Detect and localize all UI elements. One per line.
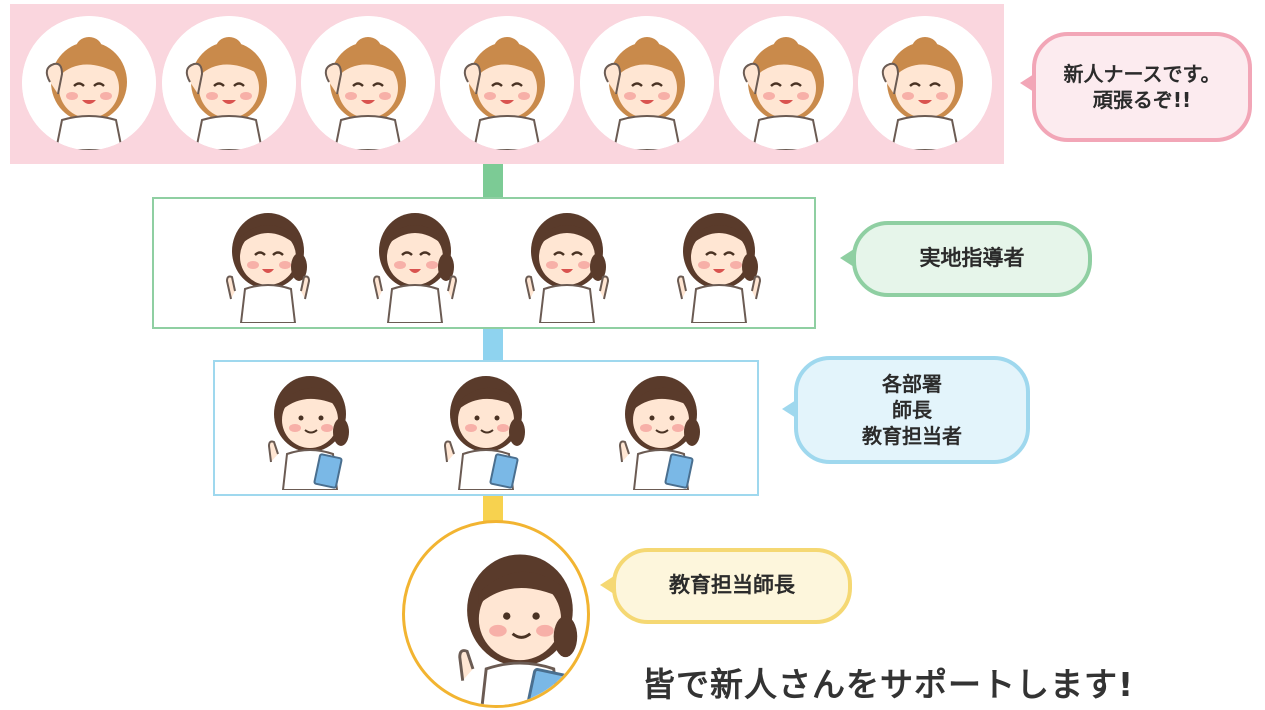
- nurse-cheering-icon: [22, 16, 156, 150]
- new-nurse-avatar: [858, 16, 992, 150]
- nurse-happy-icon: [440, 16, 574, 150]
- new-nurse-avatar: [440, 16, 574, 150]
- new-nurses-label: 新人ナースです。 頑張るぞ!!: [1063, 62, 1221, 112]
- managers-label: 各部署 師長 教育担当者: [862, 372, 962, 448]
- preceptors-label: 実地指導者: [919, 246, 1025, 271]
- preceptor-nurse-icon: [213, 203, 323, 323]
- nurse-happy-icon: [301, 16, 435, 150]
- manager-nurse-icon: [255, 366, 365, 490]
- support-slogan: 皆で新人さんをサポートします!: [642, 665, 1135, 704]
- new-nurse-avatar: [22, 16, 156, 150]
- bubble-tail: [1020, 74, 1034, 92]
- preceptor-nurse-icon: [664, 203, 774, 323]
- new-nurses-speech-bubble: 新人ナースです。 頑張るぞ!!: [1020, 32, 1252, 142]
- managers-speech-bubble: 各部署 師長 教育担当者: [782, 356, 1030, 464]
- preceptor-nurse-icon: [360, 203, 470, 323]
- manager-nurse-icon: [606, 366, 716, 490]
- new-nurse-avatar: [719, 16, 853, 150]
- bubble-tail: [840, 249, 854, 267]
- preceptor-nurse-icon: [512, 203, 622, 323]
- connector-green: [483, 164, 503, 197]
- education-head-avatar: [402, 520, 590, 708]
- new-nurse-avatar: [162, 16, 296, 150]
- education-head-speech-bubble: 教育担当師長: [600, 548, 852, 624]
- bubble-tail: [600, 576, 614, 594]
- connector-yellow: [483, 496, 503, 522]
- preceptors-speech-bubble: 実地指導者: [840, 221, 1092, 297]
- nurse-happy-icon: [580, 16, 714, 150]
- nurse-happy-icon: [162, 16, 296, 150]
- education-head-label: 教育担当師長: [669, 573, 795, 598]
- bubble-tail: [782, 400, 796, 418]
- nurse-cheering-icon: [858, 16, 992, 150]
- manager-nurse-icon: [431, 366, 541, 490]
- connector-blue: [483, 329, 503, 360]
- new-nurse-avatar: [301, 16, 435, 150]
- education-head-nurse-icon: [405, 523, 587, 705]
- new-nurse-avatar: [580, 16, 714, 150]
- nurse-happy-icon: [719, 16, 853, 150]
